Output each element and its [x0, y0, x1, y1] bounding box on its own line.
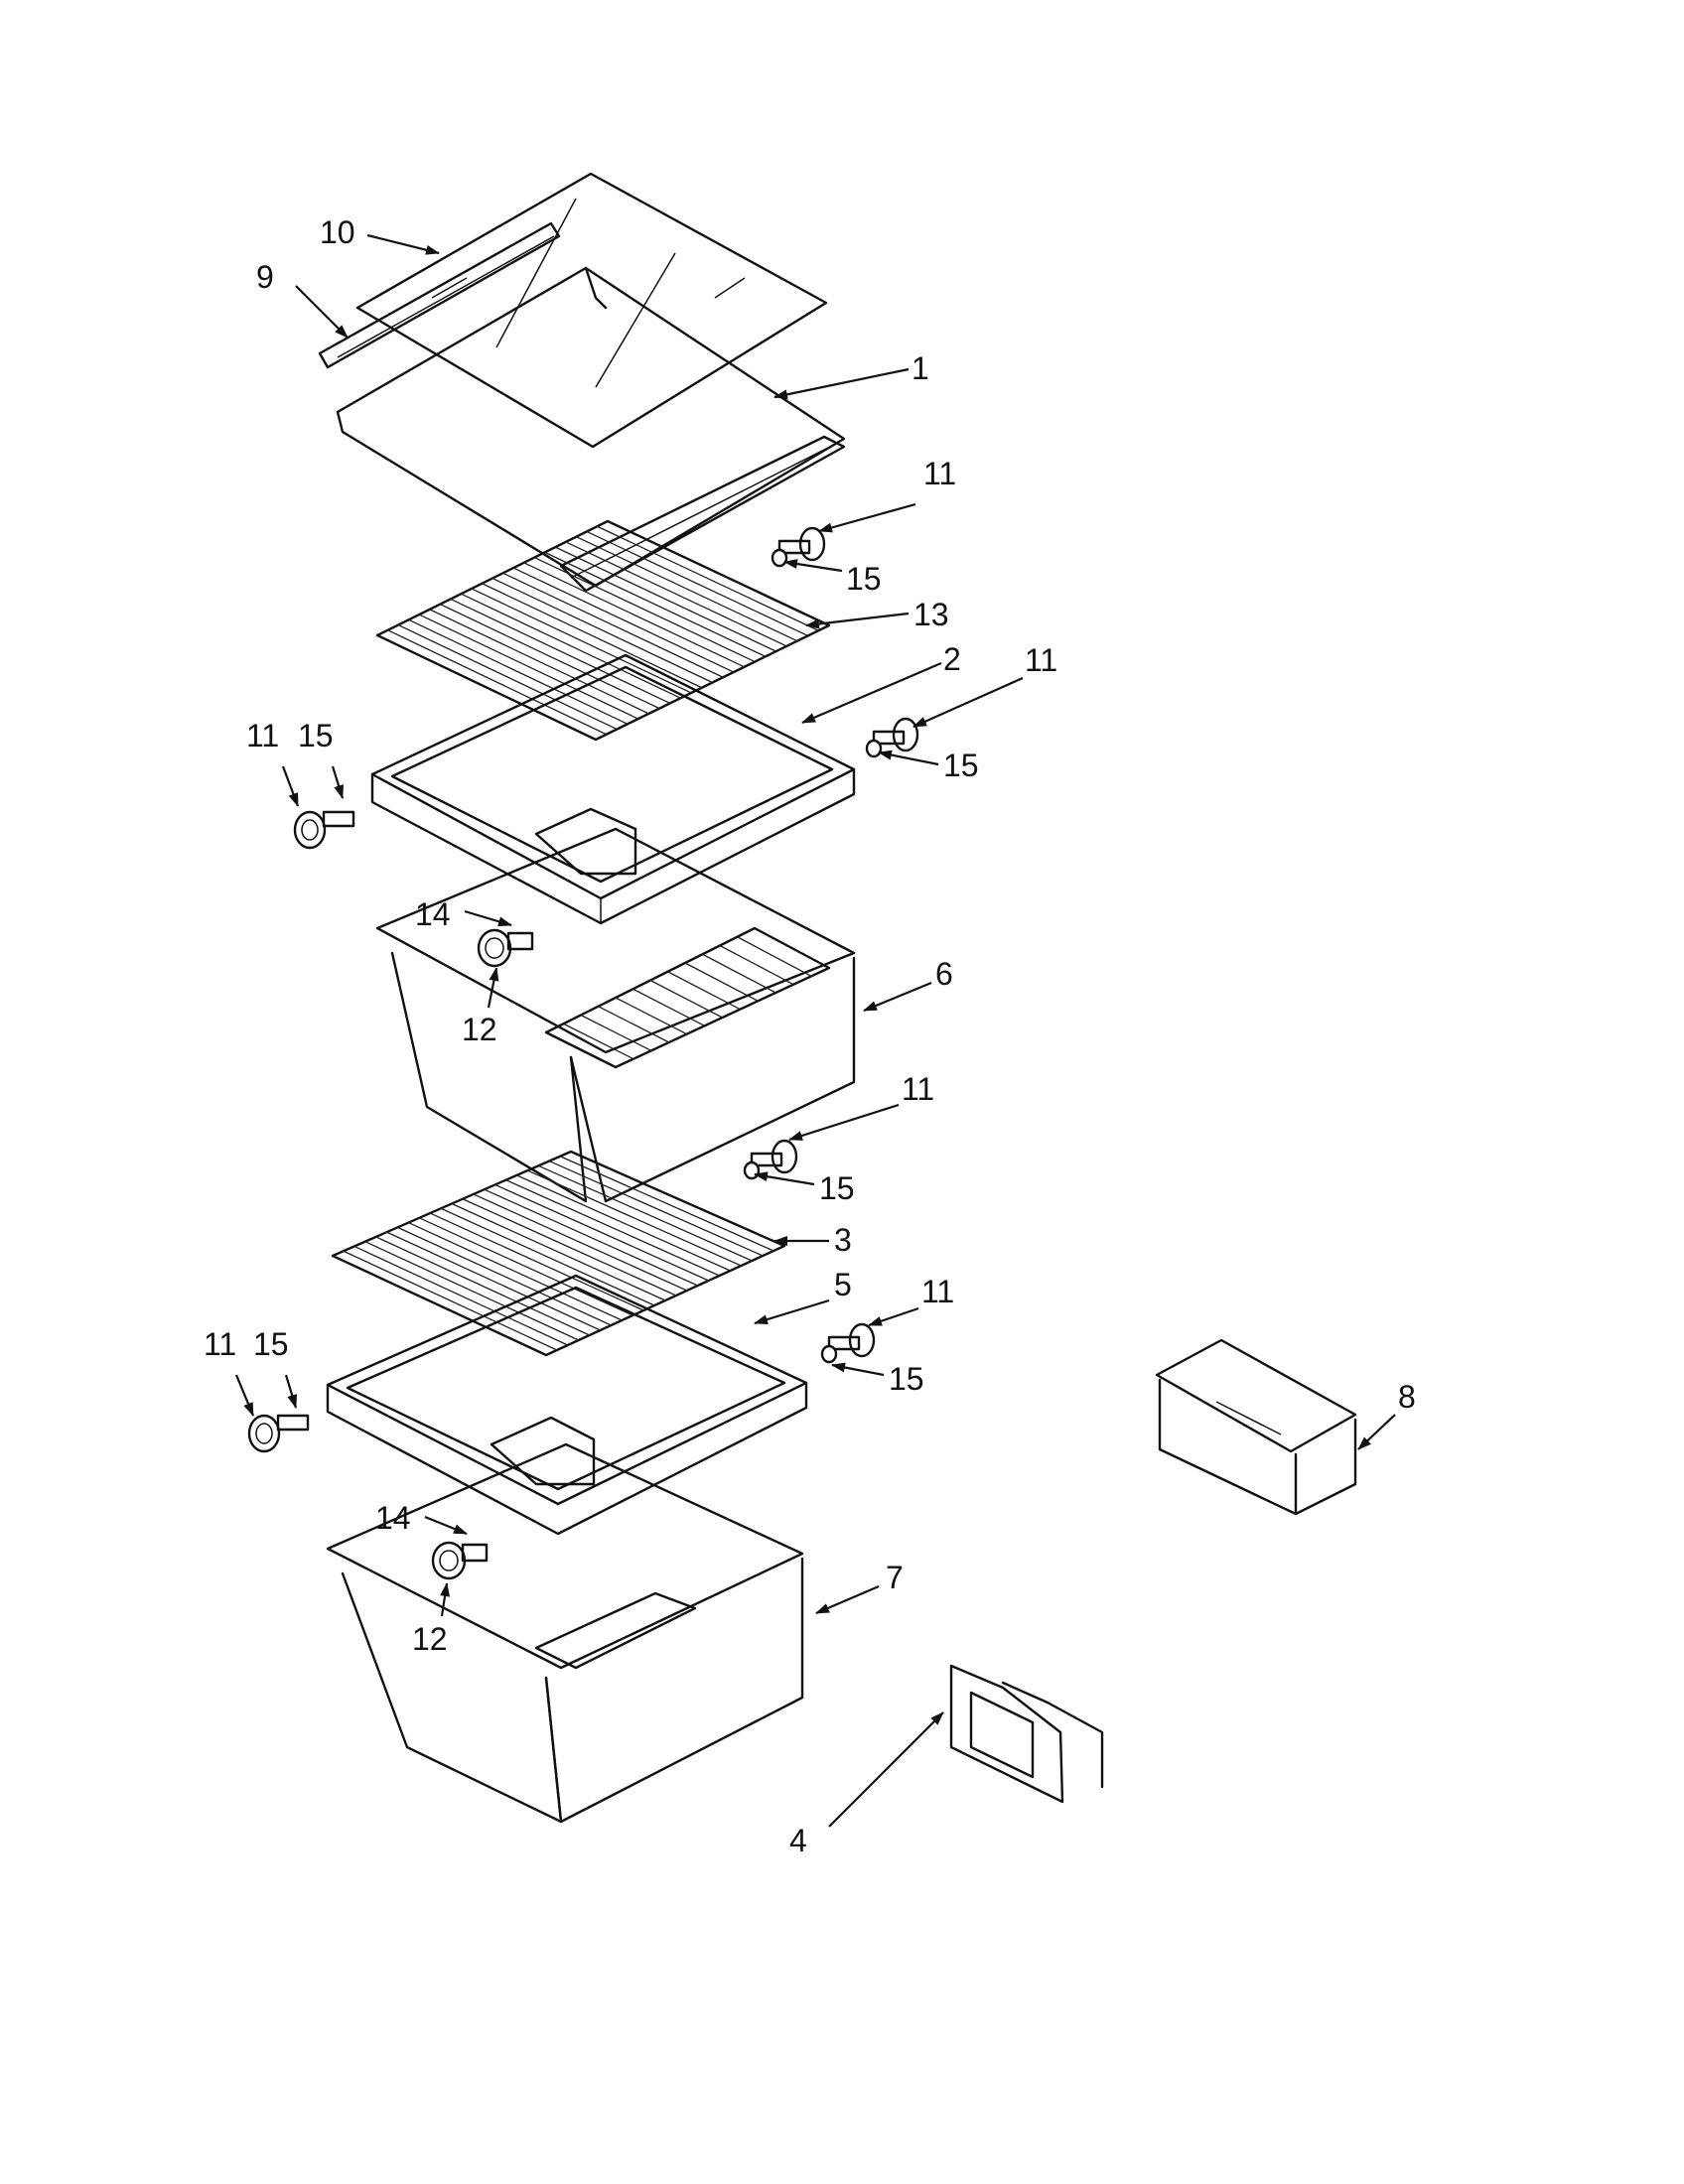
callout-9: 9 — [256, 259, 274, 295]
upper-crisper-frame — [370, 653, 856, 925]
callout-13: 13 — [913, 597, 949, 632]
callout-10: 10 — [320, 214, 355, 250]
callout-15: 15 — [819, 1170, 855, 1206]
hardware — [247, 526, 919, 1580]
upper-cover-panel — [375, 519, 831, 742]
callout-12: 12 — [462, 1012, 497, 1047]
callout-11: 11 — [923, 456, 956, 491]
roller-upper-right — [771, 526, 826, 568]
roller-upper-left — [293, 810, 355, 850]
callout-11: 11 — [902, 1071, 934, 1107]
callout-15: 15 — [846, 561, 882, 597]
wheel-lower — [431, 1541, 489, 1580]
roller-lower-left — [247, 1414, 310, 1453]
roller-lower-far-right — [820, 1322, 876, 1364]
callout-2: 2 — [943, 641, 961, 677]
lower-cover-panel — [331, 1150, 786, 1357]
callout-15: 15 — [298, 718, 334, 753]
callout-7: 7 — [886, 1560, 904, 1595]
roller-lower-right — [743, 1139, 798, 1180]
callouts: 10 9 1 11 15 13 2 11 15 11 15 14 12 6 11… — [204, 214, 1416, 1858]
callout-3: 3 — [834, 1222, 852, 1258]
callout-6: 6 — [935, 956, 953, 992]
label-holder — [949, 1664, 1104, 1804]
callout-12: 12 — [412, 1621, 448, 1657]
callout-11: 11 — [921, 1274, 954, 1309]
callout-11: 11 — [204, 1326, 236, 1362]
upper-crisper-drawer — [375, 827, 856, 1203]
callout-5: 5 — [834, 1267, 852, 1302]
glass-shelf — [318, 172, 846, 593]
callout-14: 14 — [375, 1500, 411, 1536]
dairy-bin — [1155, 1338, 1357, 1516]
lower-crisper-drawer — [326, 1442, 804, 1824]
callout-11: 11 — [246, 718, 279, 753]
callout-15: 15 — [253, 1326, 289, 1362]
callout-15: 15 — [943, 748, 979, 783]
wheel-upper — [477, 928, 534, 968]
leader-lines — [234, 233, 1396, 1828]
callout-14: 14 — [415, 896, 451, 932]
callout-15: 15 — [889, 1361, 924, 1397]
callout-4: 4 — [789, 1823, 807, 1858]
callout-8: 8 — [1398, 1379, 1416, 1415]
roller-mid-right — [865, 717, 919, 758]
callout-11: 11 — [1025, 642, 1057, 678]
callout-1: 1 — [912, 350, 929, 386]
lower-crisper-frame — [326, 1274, 808, 1536]
